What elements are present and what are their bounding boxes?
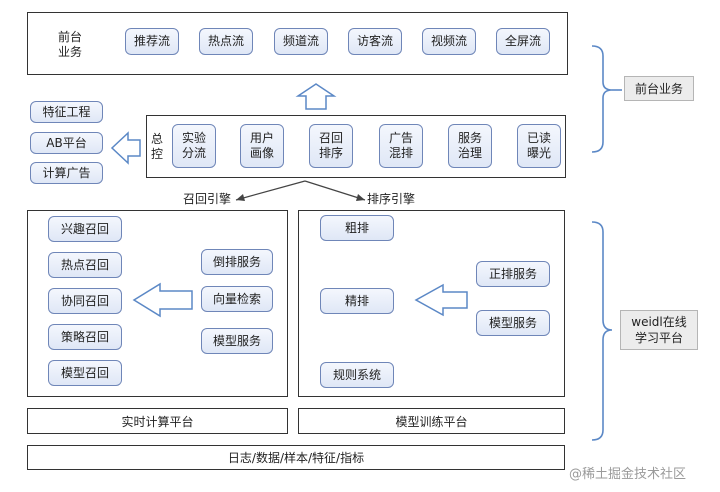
frontend-item-shipin[interactable]: 视频流 [422, 28, 476, 55]
side-label-online-learning: weidl在线 学习平台 [620, 310, 698, 350]
control-item-recall-rank[interactable]: 召回 排序 [309, 124, 353, 168]
rank-item-coarse[interactable]: 粗排 [320, 215, 394, 241]
frontend-bracket [591, 45, 613, 153]
tool-feature-engineering[interactable]: 特征工程 [30, 101, 103, 123]
training-platform: 模型训练平台 [298, 408, 565, 434]
edge-label-recall-engine: 召回引擎 [183, 192, 232, 206]
online-learning-bracket [591, 221, 613, 441]
frontend-item-quanping[interactable]: 全屏流 [496, 28, 550, 55]
frontend-item-pindao[interactable]: 频道流 [274, 28, 328, 55]
up-arrow-icon [295, 83, 337, 110]
recall-item-hot[interactable]: 热点召回 [48, 252, 122, 278]
control-frame [146, 115, 566, 178]
recall-item-strategy[interactable]: 策略召回 [48, 324, 122, 350]
tool-ab-platform[interactable]: AB平台 [30, 132, 103, 154]
left-arrow-icon [110, 131, 141, 165]
recall-service-inverted[interactable]: 倒排服务 [201, 249, 273, 275]
data-bar: 日志/数据/样本/特征/指标 [27, 445, 565, 470]
recall-service-vector[interactable]: 向量检索 [201, 286, 273, 312]
edge-label-rank-engine: 排序引擎 [367, 192, 416, 206]
recall-item-interest[interactable]: 兴趣召回 [48, 216, 122, 242]
realtime-platform: 实时计算平台 [27, 408, 288, 434]
rank-engine-line [304, 180, 366, 201]
tool-computational-ads[interactable]: 计算广告 [30, 162, 103, 184]
control-item-ad-blend[interactable]: 广告 混排 [379, 124, 423, 168]
rank-left-arrow-icon [414, 283, 468, 317]
rank-item-fine[interactable]: 精排 [320, 288, 394, 314]
recall-item-model[interactable]: 模型召回 [48, 360, 122, 386]
rank-engine-arrowhead-icon [356, 194, 365, 201]
recall-engine-arrowhead-icon [236, 194, 245, 201]
control-item-experiment[interactable]: 实验 分流 [172, 124, 216, 168]
recall-engine-line [235, 180, 306, 201]
rank-service-forward[interactable]: 正排服务 [476, 261, 550, 287]
recall-left-arrow-icon [132, 282, 193, 318]
rank-service-model[interactable]: 模型服务 [476, 310, 550, 336]
side-label-frontend: 前台业务 [624, 76, 694, 101]
recall-item-collab[interactable]: 协同召回 [48, 288, 122, 314]
control-item-service-gov[interactable]: 服务 治理 [448, 124, 492, 168]
frontend-label: 前台 业务 [58, 30, 83, 59]
watermark: @稀土掘金技术社区 [569, 467, 687, 482]
control-label: 总 控 [151, 132, 164, 161]
frontend-item-tuijian[interactable]: 推荐流 [125, 28, 179, 55]
frontend-item-fangke[interactable]: 访客流 [348, 28, 402, 55]
control-item-read-exposure[interactable]: 已读 曝光 [517, 124, 561, 168]
rank-item-rules[interactable]: 规则系统 [320, 362, 394, 388]
recall-service-model[interactable]: 模型服务 [201, 328, 273, 354]
frontend-item-redian[interactable]: 热点流 [199, 28, 253, 55]
control-item-user-profile[interactable]: 用户 画像 [240, 124, 284, 168]
